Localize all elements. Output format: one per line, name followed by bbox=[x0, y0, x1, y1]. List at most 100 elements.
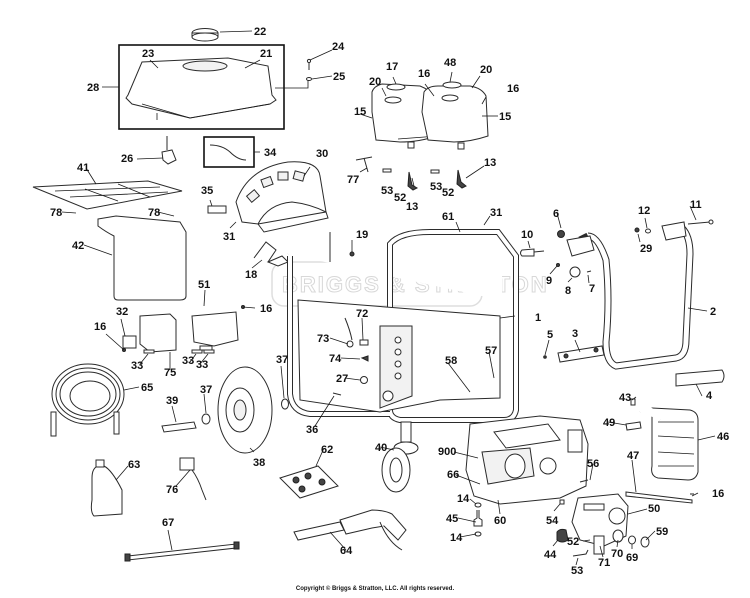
callout-14-top[interactable]: 14 bbox=[457, 493, 470, 505]
main-frame[interactable] bbox=[286, 228, 519, 423]
callout-33-left[interactable]: 33 bbox=[131, 360, 143, 372]
callout-71[interactable]: 71 bbox=[598, 557, 610, 569]
washer[interactable] bbox=[201, 398, 289, 425]
callout-67[interactable]: 67 bbox=[162, 517, 174, 529]
callout-50[interactable]: 50 bbox=[648, 503, 660, 515]
callout-37-axle[interactable]: 37 bbox=[200, 384, 212, 396]
callout-70[interactable]: 70 bbox=[611, 548, 623, 560]
callout-31-frame[interactable]: 31 bbox=[490, 207, 502, 219]
callout-63[interactable]: 63 bbox=[128, 459, 140, 471]
callout-12[interactable]: 12 bbox=[638, 205, 650, 217]
callout-15-right[interactable]: 15 bbox=[499, 111, 511, 123]
callout-69[interactable]: 69 bbox=[626, 552, 638, 564]
callout-30[interactable]: 30 bbox=[316, 148, 328, 160]
belt-guard[interactable] bbox=[235, 161, 329, 233]
callout-38[interactable]: 38 bbox=[253, 457, 265, 469]
callout-52-left[interactable]: 52 bbox=[394, 192, 406, 204]
muffler[interactable] bbox=[625, 398, 699, 481]
fuel-line-kit[interactable] bbox=[203, 136, 255, 168]
callout-35[interactable]: 35 bbox=[201, 185, 213, 197]
panel-plate[interactable] bbox=[32, 180, 183, 210]
callout-4[interactable]: 4 bbox=[706, 390, 713, 402]
callout-10[interactable]: 10 bbox=[521, 229, 533, 241]
callout-45[interactable]: 45 bbox=[446, 513, 458, 525]
callout-28[interactable]: 28 bbox=[87, 82, 99, 94]
callout-40[interactable]: 40 bbox=[375, 442, 387, 454]
callout-20-right[interactable]: 20 bbox=[480, 64, 492, 76]
callout-16-tank-right[interactable]: 16 bbox=[507, 83, 519, 95]
callout-23[interactable]: 23 bbox=[142, 48, 154, 60]
callout-78-left[interactable]: 78 bbox=[50, 207, 62, 219]
callout-58[interactable]: 58 bbox=[445, 355, 457, 367]
callout-47[interactable]: 47 bbox=[627, 450, 639, 462]
callout-14-bottom[interactable]: 14 bbox=[450, 532, 463, 544]
callout-33-mid[interactable]: 33 bbox=[182, 355, 194, 367]
callout-49[interactable]: 49 bbox=[603, 417, 615, 429]
callout-46[interactable]: 46 bbox=[717, 431, 729, 443]
callout-26[interactable]: 26 bbox=[121, 153, 133, 165]
callout-33-right[interactable]: 33 bbox=[196, 359, 208, 371]
callout-1[interactable]: 1 bbox=[535, 312, 541, 324]
callout-75[interactable]: 75 bbox=[164, 367, 176, 379]
callout-5[interactable]: 5 bbox=[547, 329, 553, 341]
callout-8[interactable]: 8 bbox=[565, 285, 571, 297]
caster-wheel[interactable] bbox=[381, 421, 419, 493]
callout-53-pump[interactable]: 53 bbox=[571, 565, 583, 577]
handle-grip[interactable] bbox=[675, 369, 725, 387]
spray-gun[interactable] bbox=[293, 509, 407, 551]
callout-64[interactable]: 64 bbox=[340, 545, 353, 557]
callout-53-right[interactable]: 53 bbox=[430, 181, 442, 193]
fuel-tank[interactable] bbox=[125, 57, 277, 119]
battery-plate[interactable] bbox=[122, 335, 137, 349]
battery[interactable] bbox=[139, 313, 177, 353]
callout-6[interactable]: 6 bbox=[553, 208, 559, 220]
frame-hardware[interactable] bbox=[332, 251, 369, 396]
callout-74[interactable]: 74 bbox=[329, 353, 342, 365]
wheel[interactable] bbox=[217, 366, 273, 454]
valve-fittings[interactable] bbox=[355, 156, 467, 191]
callout-44[interactable]: 44 bbox=[544, 549, 557, 561]
callout-11[interactable]: 11 bbox=[690, 199, 702, 211]
battery-charger[interactable] bbox=[179, 457, 207, 501]
callout-15-left[interactable]: 15 bbox=[354, 106, 366, 118]
callout-29[interactable]: 29 bbox=[640, 243, 652, 255]
callout-2[interactable]: 2 bbox=[710, 306, 716, 318]
callout-900[interactable]: 900 bbox=[438, 446, 456, 458]
callout-60[interactable]: 60 bbox=[494, 515, 506, 527]
callout-17[interactable]: 17 bbox=[386, 61, 398, 73]
callout-65[interactable]: 65 bbox=[141, 382, 153, 394]
callout-16-muffler[interactable]: 16 bbox=[712, 488, 724, 500]
callout-42[interactable]: 42 bbox=[72, 240, 84, 252]
callout-53-left[interactable]: 53 bbox=[381, 185, 393, 197]
callout-3[interactable]: 3 bbox=[572, 328, 578, 340]
callout-66[interactable]: 66 bbox=[447, 469, 459, 481]
callout-27[interactable]: 27 bbox=[336, 373, 348, 385]
callout-31-guard[interactable]: 31 bbox=[223, 231, 235, 243]
callout-16-battery[interactable]: 16 bbox=[94, 321, 106, 333]
callout-24[interactable]: 24 bbox=[332, 41, 345, 53]
callout-21[interactable]: 21 bbox=[260, 48, 272, 60]
callout-32[interactable]: 32 bbox=[116, 306, 128, 318]
control-panel-cover[interactable] bbox=[97, 215, 187, 301]
callout-13-right[interactable]: 13 bbox=[484, 157, 496, 169]
callout-72[interactable]: 72 bbox=[356, 308, 368, 320]
pump[interactable] bbox=[571, 493, 629, 555]
callout-76[interactable]: 76 bbox=[166, 484, 178, 496]
hose-hanger[interactable] bbox=[543, 345, 605, 363]
callout-20-left[interactable]: 20 bbox=[369, 76, 381, 88]
decal-label[interactable] bbox=[207, 205, 227, 214]
handle-right[interactable] bbox=[566, 221, 694, 370]
callout-54[interactable]: 54 bbox=[546, 515, 559, 527]
fuel-valve[interactable] bbox=[161, 136, 177, 165]
oil-reservoir-right[interactable] bbox=[421, 81, 489, 150]
extension-wand[interactable] bbox=[124, 541, 240, 562]
high-pressure-hose[interactable] bbox=[50, 363, 125, 437]
callout-37-frame[interactable]: 37 bbox=[276, 354, 288, 366]
callout-16-tray[interactable]: 16 bbox=[260, 303, 272, 315]
callout-16-tank[interactable]: 16 bbox=[418, 68, 430, 80]
callout-43[interactable]: 43 bbox=[619, 392, 631, 404]
callout-9[interactable]: 9 bbox=[546, 275, 552, 287]
callout-59[interactable]: 59 bbox=[656, 526, 668, 538]
callout-34[interactable]: 34 bbox=[264, 147, 277, 159]
callout-52-pump[interactable]: 52 bbox=[567, 536, 579, 548]
